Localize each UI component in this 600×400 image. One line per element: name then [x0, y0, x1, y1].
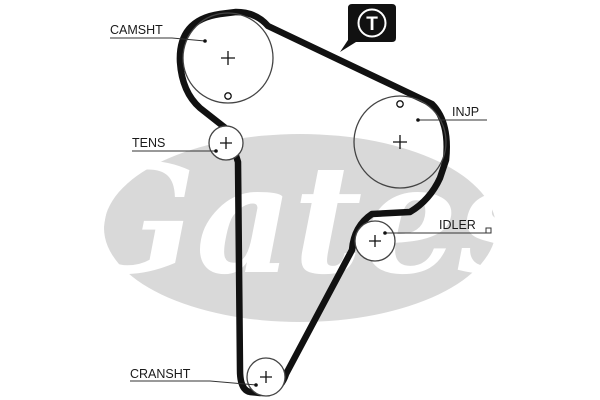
idler-label: IDLER — [439, 218, 476, 232]
idler-pulley — [354, 220, 396, 262]
injection-pump-pulley — [353, 95, 447, 189]
gates-watermark: Gates — [68, 132, 542, 322]
tension-badge-text: T — [366, 14, 378, 35]
idler-leader-dot — [383, 231, 387, 235]
camshaft-timing-mark — [224, 92, 232, 100]
crankshaft-leader-line — [130, 380, 257, 386]
tensioner-leader-dot — [214, 149, 218, 153]
camshaft-leader-line — [110, 37, 206, 42]
tensioner-pulley — [208, 125, 244, 161]
crankshaft-center-cross — [260, 371, 272, 383]
injection-pump-label: INJP — [452, 105, 479, 119]
crankshaft-pulley — [246, 357, 286, 397]
watermark-text: Gates — [68, 132, 542, 308]
leader-lines — [110, 37, 488, 386]
crankshaft-leader-dot — [254, 383, 258, 387]
injection-pump-pulley-outline — [353, 95, 447, 189]
tension-badge-shape — [340, 4, 396, 52]
watermark-ellipse — [104, 134, 496, 322]
camshaft-center-cross — [221, 51, 235, 65]
crankshaft-label: CRANSHT — [130, 367, 191, 381]
injection-pump-timing-mark — [396, 100, 404, 108]
timing-belt — [176, 8, 450, 397]
idler-end-marker — [485, 227, 492, 234]
camshaft-label: CAMSHT — [110, 23, 163, 37]
tension-badge-ring — [357, 8, 387, 38]
tensioner-center-cross — [220, 137, 232, 149]
injection-pump-leader-dot — [416, 118, 420, 122]
idler-center-cross — [369, 235, 381, 247]
leader-dots — [203, 39, 420, 387]
camshaft-leader-dot — [203, 39, 207, 43]
camshaft-pulley — [182, 12, 274, 104]
tension-badge: T — [340, 4, 396, 52]
injection-pump-center-cross — [393, 135, 407, 149]
tensioner-label: TENS — [132, 136, 165, 150]
camshaft-pulley-outline — [182, 12, 274, 104]
